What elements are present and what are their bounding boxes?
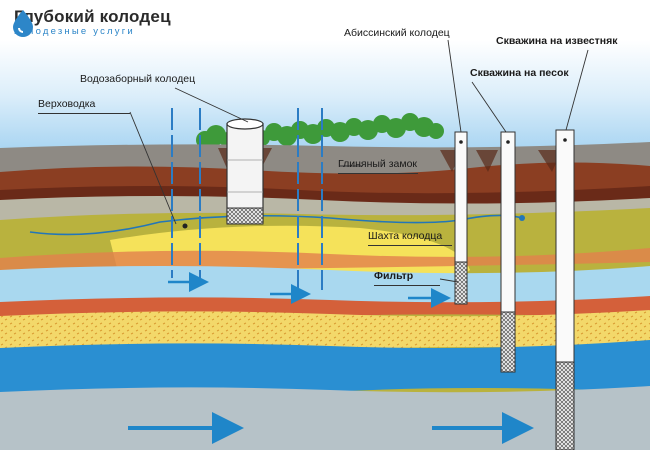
label-water-intake-well: Водозаборный колодец: [80, 73, 195, 85]
water-level-dot: [519, 215, 525, 221]
limestone-layer: [0, 386, 650, 450]
water-intake-well: [227, 119, 263, 224]
label-limestone-borehole: Скважина на известняк: [496, 35, 618, 47]
underline-clay-lock: [338, 173, 418, 174]
limestone-borehole-pipe: [556, 130, 574, 450]
label-abyssinian-well: Абиссинский колодец: [344, 27, 450, 39]
shaft-dot: [183, 224, 188, 229]
deep-aquifer-blue: [0, 340, 650, 397]
abyssinian-well-pipe: [455, 132, 467, 304]
water-drop-icon: [8, 8, 38, 38]
label-filter: Фильтр: [374, 270, 413, 282]
sand-borehole-pipe: [501, 132, 515, 372]
underline-filter: [374, 285, 440, 286]
underline-perched-water: [38, 113, 130, 114]
label-perched-water: Верховодка: [38, 98, 95, 110]
brand-logo: Глубокий колодец колодезные услуги: [8, 8, 171, 37]
label-well-shaft: Шахта колодца: [368, 230, 442, 242]
underline-well-shaft: [368, 245, 452, 246]
label-clay-lock: Глиняный замок: [338, 158, 417, 170]
label-sand-borehole: Скважина на песок: [470, 67, 569, 79]
